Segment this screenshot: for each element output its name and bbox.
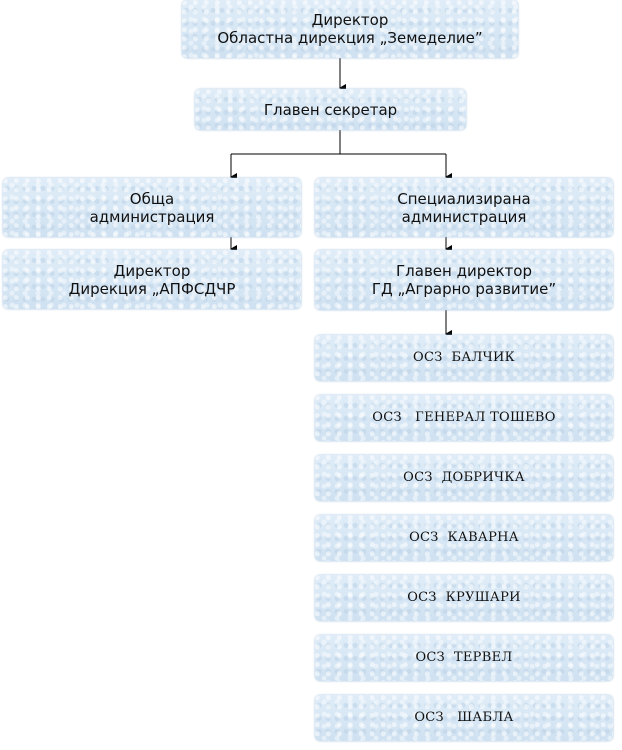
osz-krushari-label: ОСЗ КРУШАРИ xyxy=(407,590,521,605)
chief-director-title: Главен директор xyxy=(396,262,532,280)
general-admin-line2: администрация xyxy=(89,207,215,226)
osz-shabla-box[interactable]: ОСЗ ШАБЛА xyxy=(315,695,613,741)
osz-balchik-box[interactable]: ОСЗ БАЛЧИК xyxy=(315,335,613,381)
director-box[interactable]: Директор Областна дирекция „Земеделие” xyxy=(182,0,518,58)
general-admin-line1: Обща xyxy=(129,189,175,208)
osz-krushari-box[interactable]: ОСЗ КРУШАРИ xyxy=(315,575,613,621)
osz-kavarna-label: ОСЗ КАВАРНА xyxy=(409,530,519,545)
specialized-admin-line1: Специализирана xyxy=(397,189,531,208)
director-title: Директор xyxy=(311,11,389,29)
osz-shabla-label: ОСЗ ШАБЛА xyxy=(414,710,514,725)
osz-tervel-box[interactable]: ОСЗ ТЕРВЕЛ xyxy=(315,635,613,681)
osz-general-toshevo-label: ОСЗ ГЕНЕРАЛ ТОШЕВО xyxy=(372,410,556,425)
chief-secretary-label: Главен секретар xyxy=(263,100,398,119)
apfsdchr-director-box[interactable]: Директор Дирекция „АПФСДЧР xyxy=(3,250,301,309)
chief-director-organization: ГД „Аграрно развитие” xyxy=(371,280,557,298)
osz-tervel-label: ОСЗ ТЕРВЕЛ xyxy=(415,650,513,665)
apfsdchr-director-organization: Дирекция „АПФСДЧР xyxy=(68,279,236,298)
chief-director-box[interactable]: Главен директор ГД „Аграрно развитие” xyxy=(315,250,613,310)
general-admin-box[interactable]: Обща администрация xyxy=(3,178,301,237)
osz-dobrichka-box[interactable]: ОСЗ ДОБРИЧКА xyxy=(315,455,613,501)
osz-dobrichka-label: ОСЗ ДОБРИЧКА xyxy=(403,470,525,485)
director-organization: Областна дирекция „Земеделие” xyxy=(217,29,483,47)
osz-kavarna-box[interactable]: ОСЗ КАВАРНА xyxy=(315,515,613,561)
apfsdchr-director-title: Директор xyxy=(113,261,191,280)
osz-general-toshevo-box[interactable]: ОСЗ ГЕНЕРАЛ ТОШЕВО xyxy=(315,395,613,441)
osz-balchik-label: ОСЗ БАЛЧИК xyxy=(413,350,515,365)
chief-secretary-box[interactable]: Главен секретар xyxy=(195,89,466,130)
specialized-admin-line2: администрация xyxy=(401,207,527,226)
specialized-admin-box[interactable]: Специализирана администрация xyxy=(315,178,613,237)
